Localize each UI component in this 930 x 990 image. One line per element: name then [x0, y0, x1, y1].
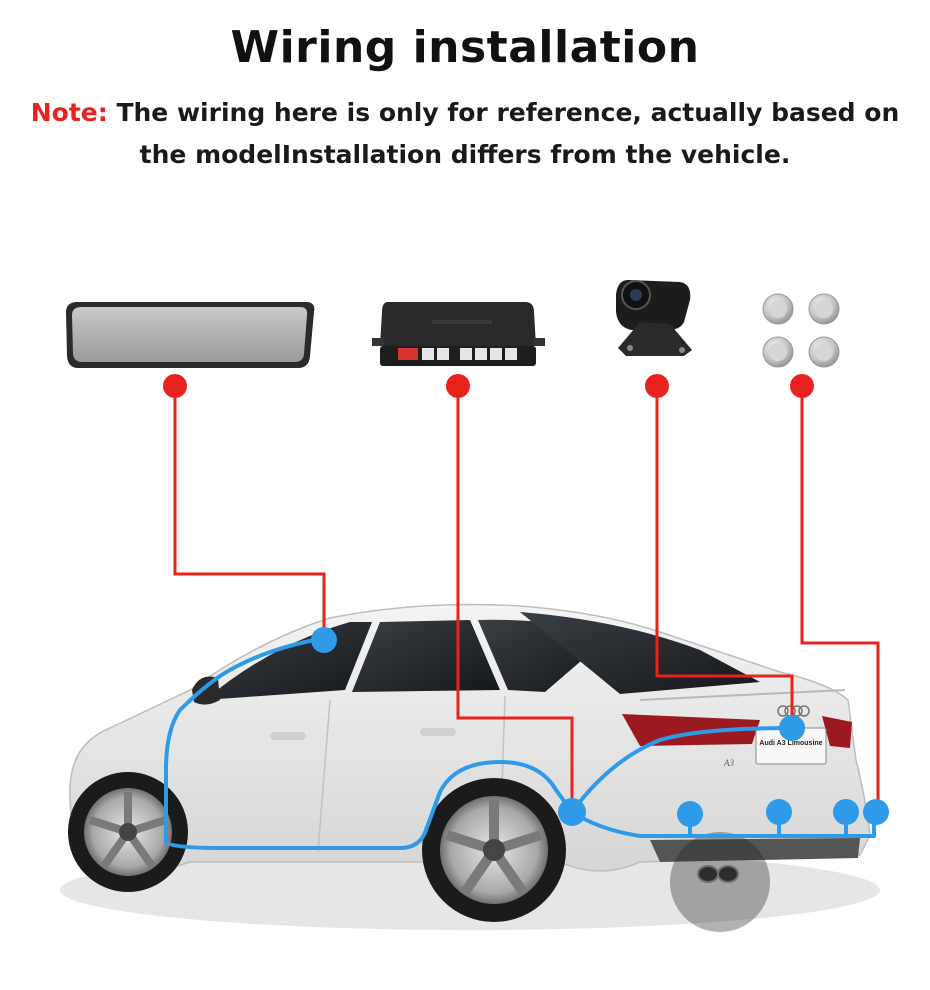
plate-text: Audi A3 Limousine	[759, 740, 822, 747]
rear-camera-icon	[616, 280, 692, 356]
note-label: Note:	[30, 98, 108, 127]
camera-node	[645, 374, 669, 398]
rearview-mirror-monitor-icon	[66, 302, 315, 368]
mirror-install-point	[311, 627, 337, 653]
red-connection-lines	[173, 386, 880, 812]
mirror-wire	[173, 386, 326, 638]
component-nodes	[163, 374, 814, 398]
camera-wire	[655, 386, 794, 728]
control-box-wire	[456, 386, 574, 812]
page-title: Wiring installation	[230, 22, 700, 73]
sensor-install-point	[766, 799, 792, 825]
sensor-install-point	[677, 801, 703, 827]
sensors-node	[790, 374, 814, 398]
mirror-node	[163, 374, 187, 398]
parking-sensors-icon	[762, 293, 840, 368]
note-text: Note: The wiring here is only for refere…	[10, 92, 920, 176]
sensor-install-point	[833, 799, 859, 825]
camera-install-point	[779, 715, 805, 741]
car-illustration: Audi A3 Limousine A3	[60, 603, 880, 932]
parking-sensor-control-box-icon	[372, 302, 545, 366]
control-box-install-point	[558, 798, 586, 826]
install-point-nodes	[311, 627, 889, 827]
control-box-node	[446, 374, 470, 398]
sensors-wire	[800, 386, 880, 812]
note-body: The wiring here is only for reference, a…	[107, 98, 900, 169]
sensor-install-point	[863, 799, 889, 825]
model-badge: A3	[723, 758, 734, 768]
